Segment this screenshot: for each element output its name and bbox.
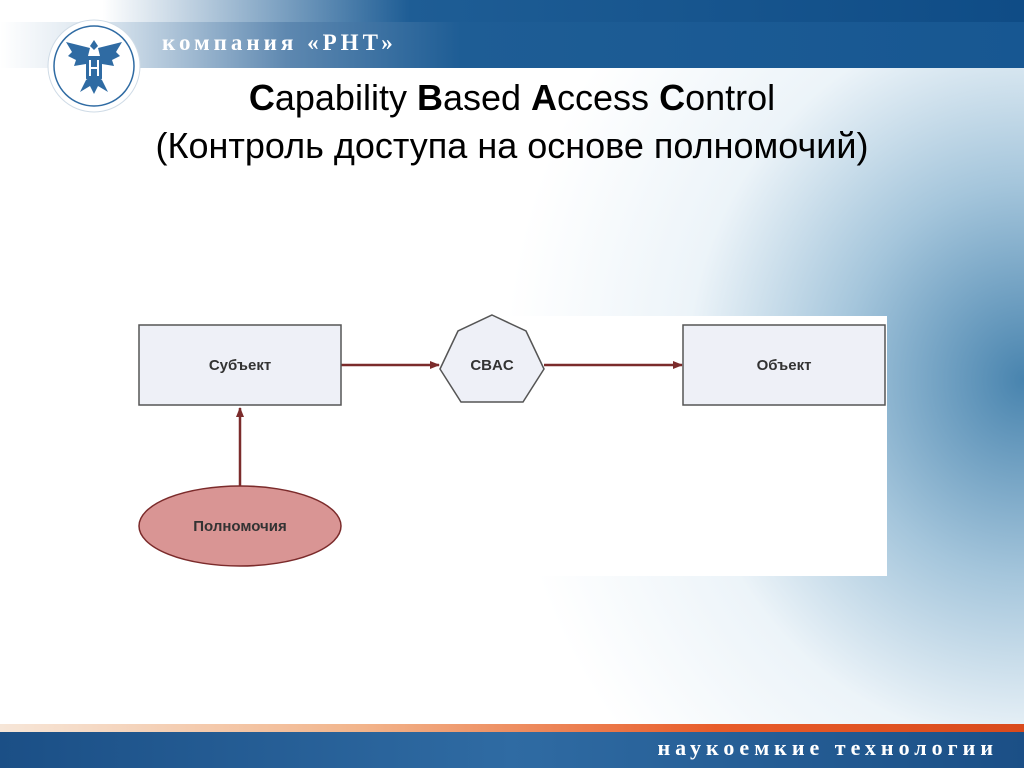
slide-title: Capability Based Access Control (Контрол… [0, 74, 1024, 170]
footer-band [0, 732, 1024, 768]
footer-accent-stripe [0, 724, 1024, 732]
capabilities-ellipse [138, 485, 342, 567]
header-band [0, 22, 1024, 68]
object-box [682, 324, 886, 406]
object-label: Объект [757, 357, 812, 374]
footer-slogan: наукоемкие технологии [657, 735, 998, 760]
capabilities-label: Полномочия [193, 518, 287, 535]
title-line-1: Capability Based Access Control [248, 77, 776, 118]
company-name: компания «РНТ» [162, 30, 397, 55]
subject-label: Субъект [209, 357, 271, 374]
cbac-heptagon [439, 314, 545, 403]
header-top-band [0, 0, 1024, 22]
subject-box [138, 324, 342, 406]
title-line-2: (Контроль доступа на основе полномочий) [155, 125, 869, 166]
company-logo [47, 19, 141, 113]
cbac-label: CBAC [470, 357, 513, 374]
